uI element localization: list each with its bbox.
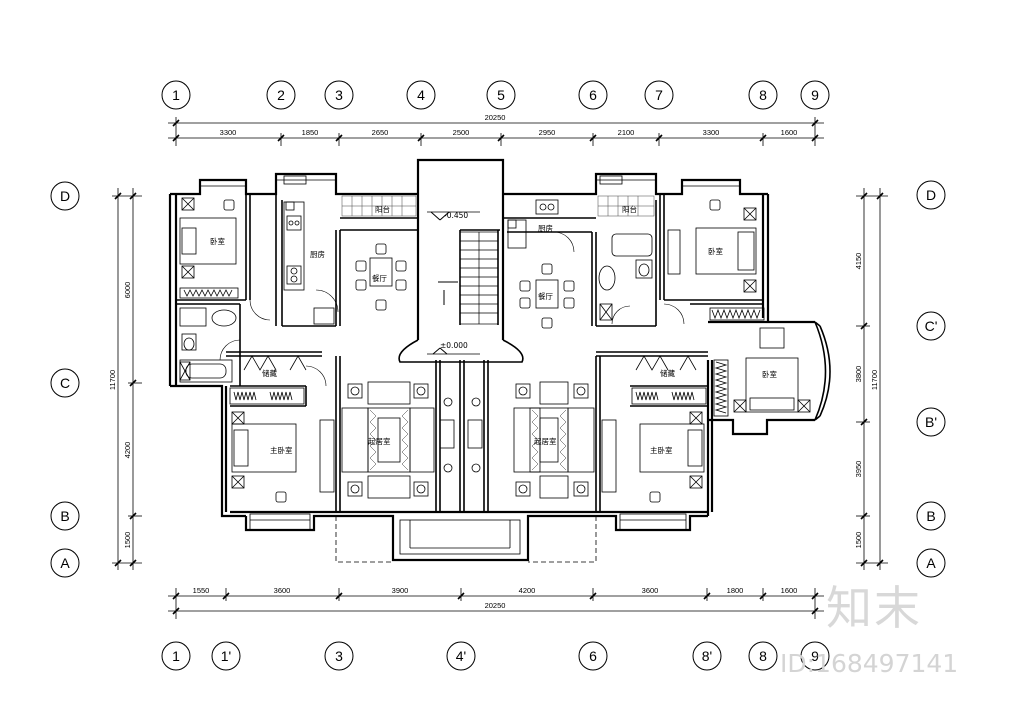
axis-label: 1 (172, 87, 180, 103)
axis-label: D (60, 188, 70, 204)
right-grid-axes (916, 180, 946, 578)
room-label-balcony: 阳台 (375, 204, 390, 214)
dimension-value: 6000 (123, 282, 132, 299)
room-label-dining: 餐厅 (372, 274, 387, 283)
dimension-value: 1500 (854, 532, 863, 549)
top-grid-axes (161, 80, 830, 110)
furniture-right (443, 199, 811, 531)
rug-patterns (369, 409, 567, 471)
dimension-value: 4200 (123, 442, 132, 459)
axis-label: B (60, 508, 69, 524)
axis-label: 7 (655, 87, 663, 103)
dimension-value: 3300 (220, 128, 237, 137)
staircase (398, 211, 524, 363)
dimension-value: 2100 (618, 128, 635, 137)
room-label-kitchen: 厨房 (538, 223, 553, 233)
dimension-value: 2950 (539, 128, 556, 137)
dimension-value: 2650 (372, 128, 389, 137)
axis-label: 6 (589, 87, 597, 103)
axis-label: 8 (759, 648, 767, 664)
interior-walls (176, 194, 763, 512)
dimension-value: 1850 (302, 128, 319, 137)
room-label-living: 起居室 (534, 436, 557, 446)
dimension-value: 3600 (274, 586, 291, 595)
room-label-bedroom: 卧室 (708, 246, 723, 256)
watermark-id: ID:168497141 (780, 649, 958, 678)
dimension-value: 2500 (453, 128, 470, 137)
axis-label: 2 (277, 87, 285, 103)
bottom-dimension (168, 588, 824, 619)
dimension-value: 1500 (123, 532, 132, 549)
watermark-logo: 知末 (826, 581, 922, 635)
axis-label: 4 (417, 87, 425, 103)
axis-label: 9 (811, 648, 819, 664)
axis-label: C (60, 375, 70, 391)
watermark: 知末 ID:168497141 (780, 581, 958, 678)
dimension-value: 1800 (727, 586, 744, 595)
room-label-storage: 储藏 (660, 368, 675, 378)
room-label-bedroom: 卧室 (210, 236, 225, 246)
grid-labels: 1 2 3 4 5 6 7 8 9 1 1' 3 4' 6 8' 8 9 D C… (60, 87, 937, 664)
right-dimension (856, 188, 888, 570)
dimension-value: 3800 (854, 366, 863, 383)
room-label-bedroom: 卧室 (762, 369, 777, 379)
room-label-dining: 餐厅 (538, 292, 553, 301)
axis-label: A (60, 555, 70, 571)
room-labels: 卧室 厨房 阳台 餐厅 储藏 主卧室 起居室 厨房 阳台 餐厅 卧室 卧室 储藏… (210, 204, 777, 455)
room-label-living: 起居室 (368, 436, 391, 446)
left-grid-axes (50, 181, 80, 578)
top-dimension (168, 117, 824, 146)
room-label-balcony: 阳台 (622, 204, 637, 214)
axis-label: 4' (456, 648, 466, 664)
axis-label: B' (925, 414, 937, 430)
axis-label: 8' (702, 648, 712, 664)
axis-label: 1' (221, 648, 231, 664)
axis-label: B (926, 508, 935, 524)
entrance-canopy (335, 516, 597, 563)
left-dimension (112, 188, 142, 570)
dimension-value: 1550 (193, 586, 210, 595)
axis-label: 3 (335, 87, 343, 103)
bottom-grid-axes (161, 641, 830, 671)
furniture-left (179, 197, 455, 531)
top-windows (200, 175, 740, 187)
axis-label: 5 (497, 87, 505, 103)
axis-label: 9 (811, 87, 819, 103)
dimension-value: 4200 (519, 586, 536, 595)
axis-label: 6 (589, 648, 597, 664)
room-label-kitchen: 厨房 (310, 249, 325, 259)
dimension-total: 20250 (485, 601, 506, 610)
dimension-total: 20250 (485, 113, 506, 122)
room-label-master: 主卧室 (270, 445, 293, 455)
axis-label: 3 (335, 648, 343, 664)
room-label-storage: 储藏 (262, 368, 277, 378)
level-mark-lower: ±0.000 (440, 341, 468, 350)
dimension-value: 4150 (854, 253, 863, 270)
axis-label: 1 (172, 648, 180, 664)
axis-label: D (926, 187, 936, 203)
axis-label: A (926, 555, 936, 571)
exterior-walls (168, 158, 815, 562)
dimension-value: 3300 (703, 128, 720, 137)
axis-label: 8 (759, 87, 767, 103)
balcony-hatch (341, 195, 655, 217)
dimension-text: 20250 3300 1850 2650 2500 2950 2100 3300… (108, 113, 879, 610)
dimension-total: 11700 (108, 370, 117, 390)
dimension-value: 1600 (781, 586, 798, 595)
dimension-value: 3950 (854, 461, 863, 478)
room-label-master: 主卧室 (650, 445, 673, 455)
dimension-value: 1600 (781, 128, 798, 137)
dimension-total: 11700 (870, 370, 879, 390)
dimension-value: 3900 (392, 586, 409, 595)
axis-label: C' (925, 318, 938, 334)
level-mark-upper: -0.450 (444, 211, 468, 220)
dimension-value: 3600 (642, 586, 659, 595)
bay-window (814, 321, 831, 421)
